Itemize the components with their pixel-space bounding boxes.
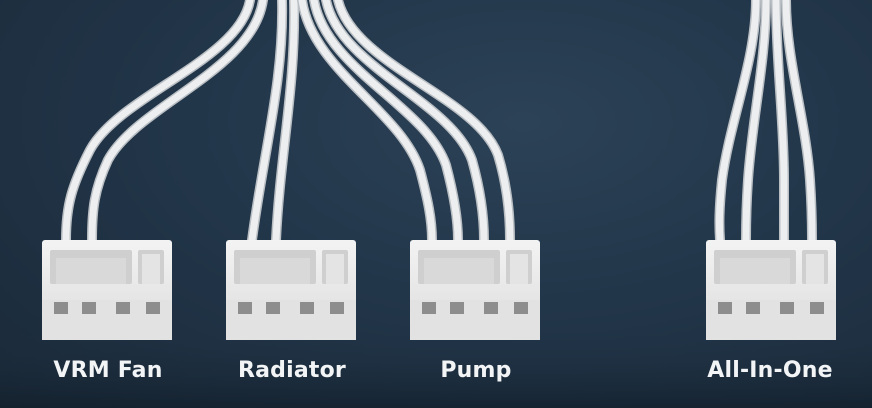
- all-in-one-cable: [714, 0, 817, 245]
- vrm-fan-cable: [61, 0, 268, 245]
- label-radiator: Radiator: [237, 358, 346, 383]
- connector-vrm-fan: [42, 240, 172, 340]
- label-vrm-fan: VRM Fan: [53, 358, 163, 383]
- label-pump: Pump: [440, 358, 512, 383]
- connector-pump: [410, 240, 540, 340]
- pump-cable: [297, 0, 515, 245]
- radiator-cable: [247, 0, 300, 245]
- label-all-in-one: All-In-One: [707, 358, 833, 383]
- connector-radiator: [226, 240, 356, 340]
- connector-all-in-one: [706, 240, 836, 340]
